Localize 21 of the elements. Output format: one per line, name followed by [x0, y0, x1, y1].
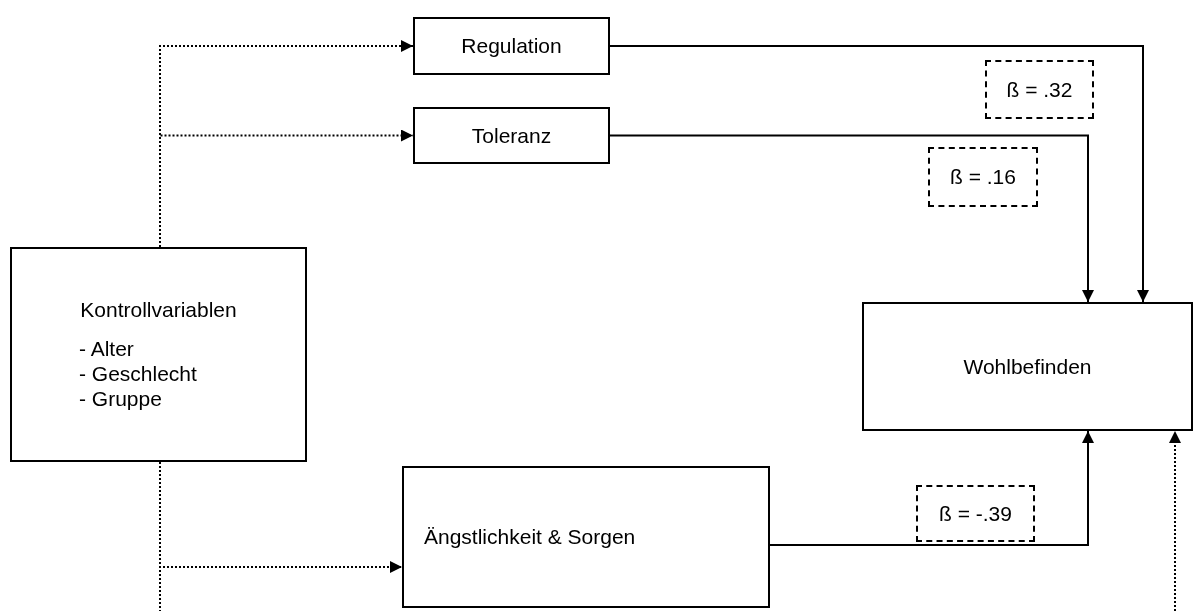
variable-box	[413, 17, 610, 75]
coefficient-label: ß = .32	[985, 60, 1094, 119]
dotted-arrow	[159, 129, 414, 248]
arrow	[609, 45, 1149, 303]
box-label: Regulation	[461, 34, 562, 58]
box-label: Wohlbefinden	[963, 354, 1092, 379]
variable-box	[862, 302, 1193, 431]
arrow	[609, 134, 1094, 303]
variable-box	[413, 107, 610, 164]
variable-box	[10, 247, 307, 462]
list-item: - Gruppe	[78, 386, 163, 411]
coefficient-label: ß = -.39	[916, 485, 1035, 542]
box-label: Ängstlichkeit & Sorgen	[424, 525, 636, 549]
box-label: Toleranz	[471, 123, 552, 148]
list-item: - Alter	[78, 336, 135, 361]
list-item: - Geschlecht	[78, 361, 198, 386]
box-heading: Kontrollvariablen	[80, 298, 237, 322]
coefficient-label: ß = .16	[928, 147, 1038, 207]
variable-box	[402, 466, 770, 608]
arrow	[769, 430, 1094, 546]
dotted-arrow	[1169, 430, 1181, 611]
